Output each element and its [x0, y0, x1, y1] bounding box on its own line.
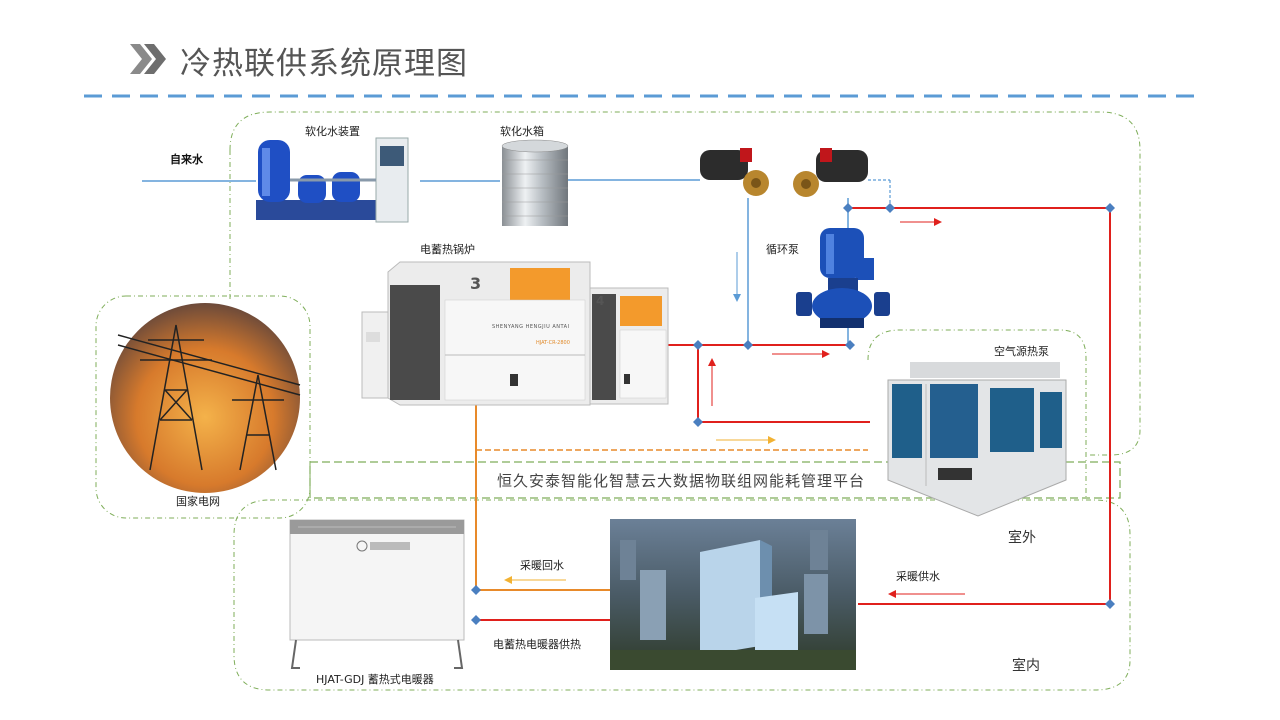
page-title: 冷热联供系统原理图 [180, 46, 468, 82]
boiler-brand: SHENYANG HENGJIU ANTAI [492, 324, 570, 330]
water-softener-image [256, 137, 409, 223]
air-source-heat-pump-image [887, 362, 1067, 517]
heater-model-label: HJAT-GDJ 蓄热式电暖器 [316, 673, 434, 686]
equipment-room-border [229, 111, 1141, 456]
soft-water-tank-image [501, 139, 569, 226]
indoor-label: 室内 [1012, 658, 1040, 674]
feed-pump-left-image [700, 148, 769, 196]
heating-supply-label: 采暖供水 [896, 570, 940, 583]
platform-label: 恒久安泰智能化智慧云大数据物联组网能耗管理平台 [497, 472, 866, 490]
boiler-unit-3: 3 [470, 274, 482, 293]
indoor-region-border [233, 499, 1131, 691]
boiler-image [361, 261, 669, 406]
tap-water-label: 自来水 [170, 153, 203, 166]
title-chevron-icon [130, 44, 166, 74]
air-heat-pump-label: 空气源热泵 [994, 345, 1049, 358]
boiler-label: 电蓄热锅炉 [420, 243, 475, 256]
feed-pump-right-image [793, 148, 868, 197]
circulation-pump-label: 循环泵 [766, 243, 799, 256]
boiler-model: HJAT-CR-2800 [536, 340, 570, 346]
soft-tank-label: 软化水箱 [500, 125, 544, 138]
outdoor-label: 室外 [1008, 530, 1036, 546]
grid-region-border [95, 295, 311, 519]
city-buildings-image [610, 519, 856, 670]
grid-tower-image [110, 303, 301, 493]
heatpump-region-border [867, 329, 1087, 500]
heater-supply-label: 电蓄热电暖器供热 [493, 638, 581, 651]
circulation-pump-image [796, 228, 890, 328]
heating-return-label: 采暖回水 [520, 559, 564, 572]
storage-heater-image [289, 519, 465, 669]
grid-label: 国家电网 [176, 495, 220, 508]
platform-band-border [309, 461, 1121, 499]
softener-label: 软化水装置 [305, 125, 360, 138]
boiler-unit-4: 4 [596, 294, 605, 308]
